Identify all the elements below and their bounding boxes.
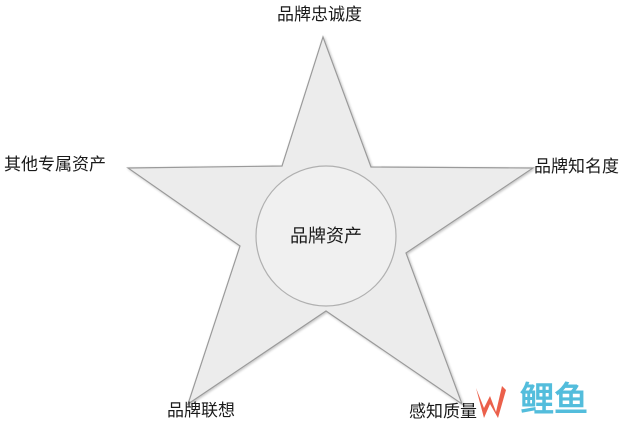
center-circle bbox=[255, 165, 397, 307]
label-bottom-right-point: 感知质量 bbox=[409, 402, 477, 422]
watermark: 鲤鱼 bbox=[470, 378, 640, 422]
label-right-point: 品牌知名度 bbox=[534, 157, 619, 177]
label-left-point: 其他专属资产 bbox=[4, 155, 106, 175]
fire-logo-icon bbox=[476, 386, 506, 418]
center-label: 品牌资产 bbox=[290, 226, 362, 247]
label-bottom-left-point: 品牌联想 bbox=[167, 401, 235, 421]
label-top-point: 品牌忠诚度 bbox=[277, 5, 362, 25]
watermark-text: 鲤鱼 bbox=[520, 380, 588, 420]
